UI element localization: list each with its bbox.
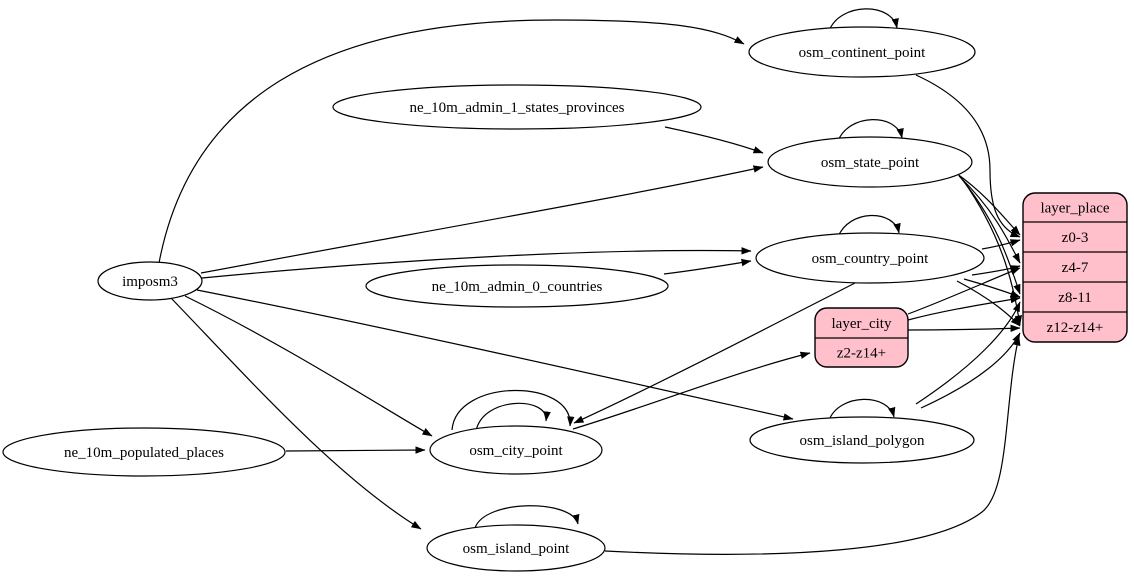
table-shape	[755, 232, 985, 284]
self-loop-edge-osm-country-point-osm-country-point	[837, 214, 901, 238]
node-osm_state_point: osm_state_point	[767, 136, 973, 188]
node-ne_10m_admin_0_countries: ne_10m_admin_0_countries	[365, 264, 669, 308]
edges-layer	[158, 8, 1023, 555]
node-osm_island_polygon: osm_island_polygon	[749, 416, 975, 464]
node-ne_10m_admin_1_states_provinces: ne_10m_admin_1_states_provinces	[332, 84, 702, 130]
layer-row-layer_place-z0-3: z0-3	[1062, 230, 1089, 246]
edge-layer-city-layer-place-z4-7	[907, 267, 1021, 315]
edge-osm-continent-point-layer-place-z0-3	[915, 74, 1021, 238]
table-shape	[429, 425, 603, 475]
edge-osm-island-point-layer-place-z12-z14+	[604, 335, 1021, 555]
edge-imposm3-osm-state-point	[200, 165, 764, 274]
edge-osm-state-point-layer-place-z0-3	[955, 172, 1021, 236]
edge-osm-state-point-layer-place-z8-11	[960, 177, 1021, 295]
layer-record-shape	[1022, 192, 1128, 343]
edge-osm-state-point-layer-place-z4-7	[958, 175, 1021, 264]
edge-ne-10m-populated-places-osm-city-point	[285, 446, 426, 454]
layer-row-layer_place-z12-z14+: z12-z14+	[1047, 320, 1104, 336]
node-label-osm_country_point: osm_country_point	[812, 251, 929, 267]
edge-ne-10m-admin-1-states-provinces-osm-state-point	[664, 126, 764, 154]
node-osm_city_point: osm_city_point	[429, 425, 603, 475]
source-table-shape	[332, 84, 702, 130]
edge-osm-country-point-layer-place-z12-z14+	[956, 280, 1021, 327]
node-layer_city: layer_city z2-z14+	[814, 307, 909, 368]
layer-row-layer_city-z2-z14+: z2-z14+	[837, 346, 886, 362]
node-osm_continent_point: osm_continent_point	[748, 26, 976, 78]
source-table-shape	[2, 427, 286, 477]
edge-osm-city-point-layer-city-z2-z14+	[572, 351, 811, 430]
layer-title-layer_place: layer_place	[1040, 201, 1109, 217]
node-label-osm_continent_point: osm_continent_point	[799, 45, 926, 61]
edge-layer-city-layer-place-z12-z14+	[907, 324, 1021, 333]
node-label-osm_state_point: osm_state_point	[821, 155, 920, 171]
table-shape	[426, 524, 606, 572]
node-osm_island_point: osm_island_point	[426, 524, 606, 572]
self-loop-edge-osm-state-point-osm-state-point	[837, 119, 904, 142]
node-label-osm_city_point: osm_city_point	[469, 443, 563, 459]
node-label-osm_island_point: osm_island_point	[463, 541, 571, 557]
node-ne_10m_populated_places: ne_10m_populated_places	[2, 427, 286, 477]
edge-osm-country-point-layer-place-z8-11	[963, 278, 1021, 298]
layer-row-layer_place-z4-7: z4-7	[1062, 260, 1089, 276]
node-layer_place: layer_place z0-3 z4-7 z8-11 z12-z14+	[1022, 192, 1128, 343]
layer-title-layer_city: layer_city	[832, 316, 892, 332]
self-loop-edge-osm-city-point-osm-city-point-1	[451, 389, 575, 431]
edge-osm-country-point-layer-place-z4-7	[971, 265, 1021, 276]
source-table-shape	[365, 264, 669, 308]
node-label-ne_10m_admin_1_states_provinces: ne_10m_admin_1_states_provinces	[410, 100, 625, 116]
edge-osm-state-point-layer-place-z12-z14+	[962, 179, 1023, 326]
source-table-shape	[97, 261, 203, 301]
edge-imposm3-osm-continent-point	[158, 19, 745, 264]
node-label-ne_10m_admin_0_countries: ne_10m_admin_0_countries	[432, 279, 603, 295]
self-loop-edge-osm-continent-point-osm-continent-point	[828, 8, 899, 32]
node-label-osm_island_polygon: osm_island_polygon	[799, 433, 925, 449]
edge-imposm3-osm-city-point	[184, 295, 433, 437]
table-shape	[749, 416, 975, 464]
edge-osm-country-point-layer-place-z0-3	[981, 239, 1021, 250]
self-loop-edge-osm-island-polygon-osm-island-polygon	[828, 398, 896, 421]
nodes-layer: imposm3 ne_10m_admin_1_states_provincesne…	[2, 26, 1128, 572]
table-shape	[767, 136, 973, 188]
layer-row-layer_place-z8-11: z8-11	[1058, 290, 1092, 306]
edge-layer-city-layer-place-z8-11	[907, 296, 1021, 321]
edge-imposm3-osm-country-point	[201, 247, 752, 279]
node-label-imposm3: imposm3	[122, 274, 178, 290]
node-label-ne_10m_populated_places: ne_10m_populated_places	[64, 445, 224, 461]
edge-imposm3-osm-island-polygon	[196, 289, 794, 421]
edge-imposm3-osm-island-point	[170, 297, 422, 530]
node-osm_country_point: osm_country_point	[755, 232, 985, 284]
edge-ne-10m-admin-0-countries-osm-country-point	[663, 258, 752, 275]
edge-osm-island-polygon-layer-place-z12-z14+	[920, 332, 1021, 409]
node-imposm3: imposm3	[97, 261, 203, 301]
edge-osm-island-polygon-layer-place-z8-11	[915, 301, 1021, 405]
self-loop-edge-osm-city-point-osm-city-point-2	[475, 402, 551, 432]
self-loop-edge-osm-island-point-osm-island-point	[474, 505, 580, 529]
table-shape	[748, 26, 976, 78]
edge-osm-country-point-osm-city-point	[573, 282, 856, 424]
